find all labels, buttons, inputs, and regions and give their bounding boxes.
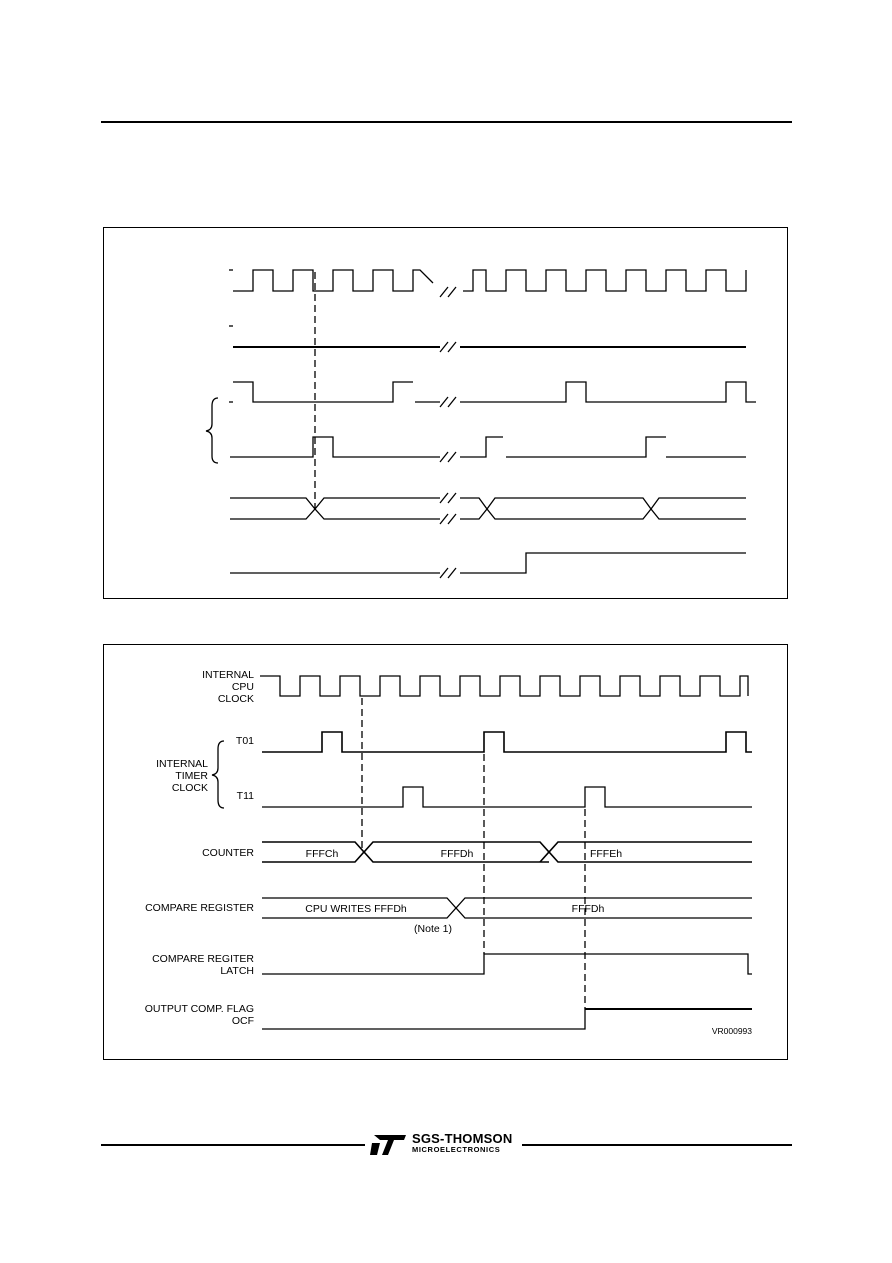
st-logo-icon: [370, 1135, 406, 1155]
timing-diagram-1-frame: [103, 227, 788, 599]
brand-main: SGS-THOMSON: [412, 1131, 513, 1146]
timing-diagram-2-frame: [103, 644, 788, 1060]
sgs-thomson-logo: SGS-THOMSON MICROELECTRONICS: [370, 1131, 522, 1159]
brand-sub: MICROELECTRONICS: [412, 1145, 501, 1154]
footer-rule-left: [101, 1144, 365, 1146]
header-rule: [101, 121, 792, 123]
footer-rule-right: [522, 1144, 792, 1146]
